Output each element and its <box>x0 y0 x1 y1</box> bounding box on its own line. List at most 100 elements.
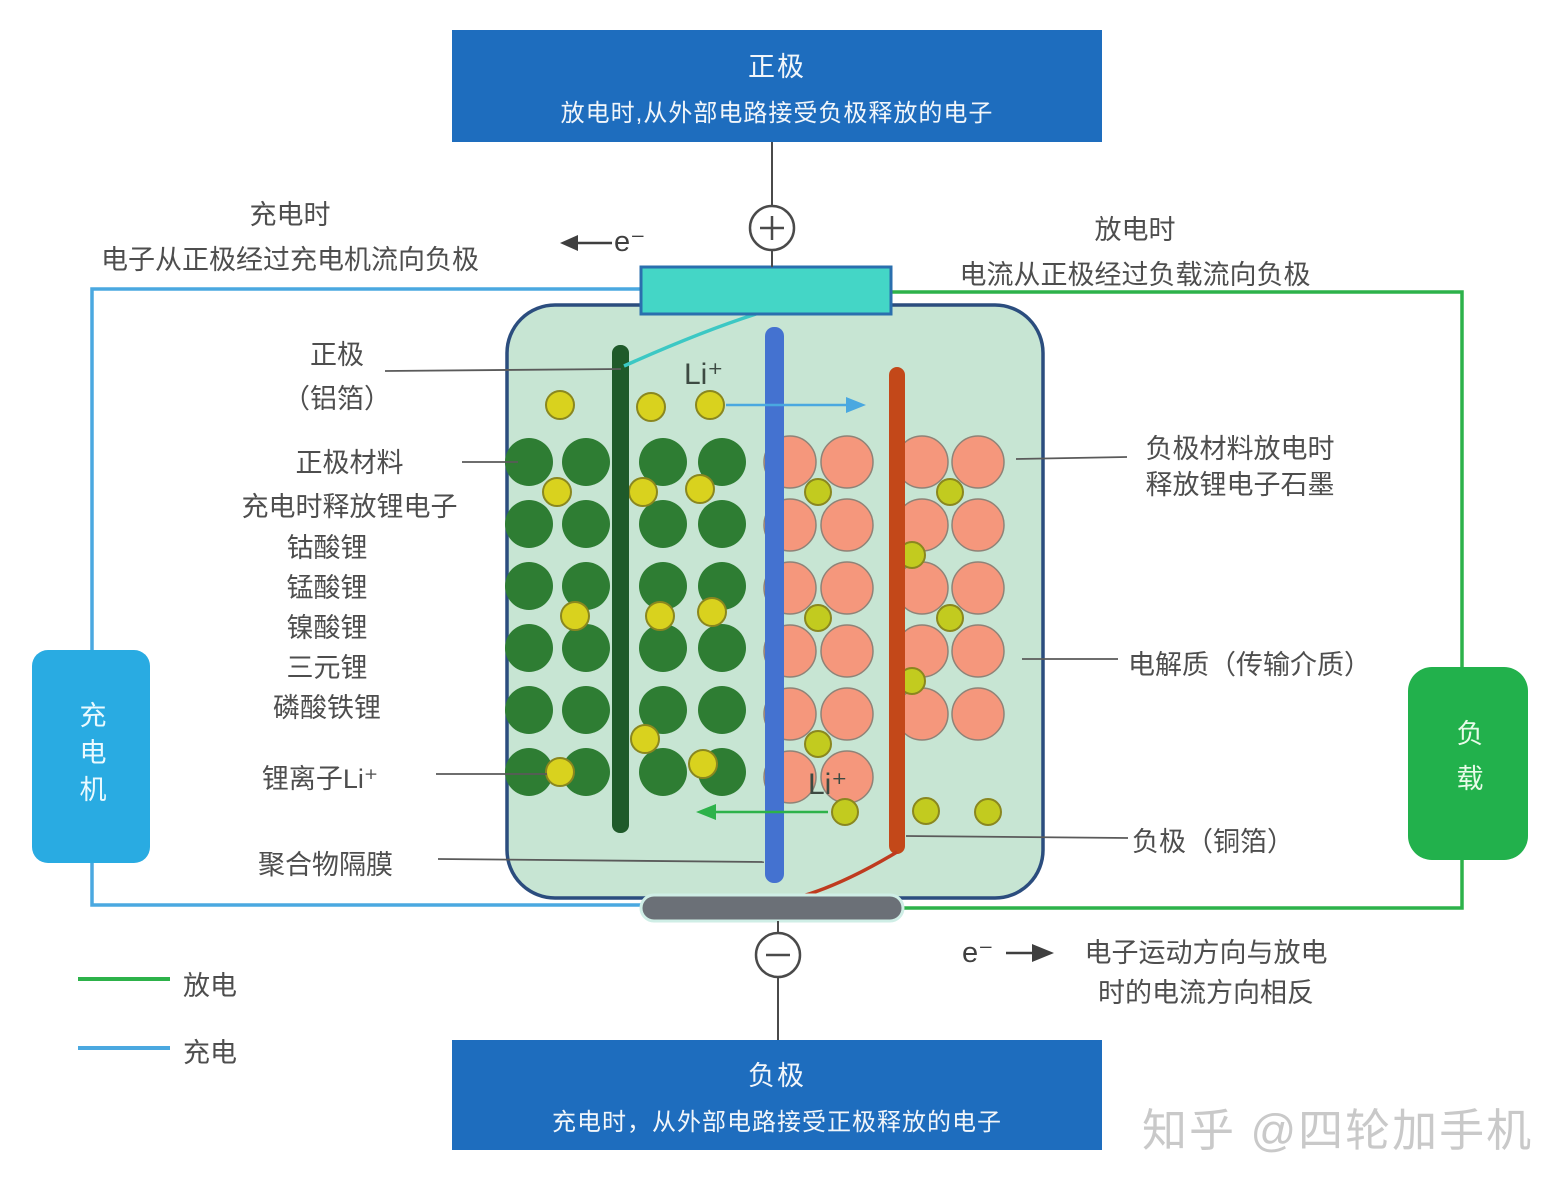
terminal-connectors <box>771 142 779 1040</box>
particle <box>951 624 1005 678</box>
load-label: 负载 <box>1452 718 1483 809</box>
particle <box>688 749 718 779</box>
particle <box>639 624 687 672</box>
particle <box>630 724 660 754</box>
chemistry-item: 磷酸铁锂 <box>273 693 381 723</box>
electron-arrow-top <box>560 235 612 251</box>
electron-direction-line2: 时的电流方向相反 <box>1098 978 1314 1008</box>
particle <box>685 474 715 504</box>
particle <box>951 498 1005 552</box>
particle <box>912 797 940 825</box>
negative-electrode-box: 负极 充电时，从外部电路接受正极释放的电子 <box>452 1040 1102 1150</box>
separator-bar <box>765 327 784 883</box>
particle <box>820 687 874 741</box>
cathode-foil-label: 正极 （铝箔） <box>237 333 437 421</box>
load-box: 负载 <box>1408 667 1528 860</box>
electron-symbol-bottom: e⁻ <box>962 937 994 969</box>
anode-material-label-line2: 释放锂电子石墨 <box>1145 470 1335 500</box>
charging-note-line1: 充电时 <box>249 200 331 230</box>
particle <box>639 748 687 796</box>
li-ion-arrow-discharge <box>696 804 828 820</box>
particle <box>636 392 666 422</box>
watermark: 知乎 @四轮加手机 <box>1142 1105 1534 1156</box>
negative-terminal-bar <box>639 893 905 923</box>
particle <box>639 500 687 548</box>
particle <box>639 438 687 486</box>
particle <box>542 477 572 507</box>
cathode-foil-label-line1: 正极 <box>310 340 364 370</box>
particle <box>505 686 553 734</box>
anode-material-label-line1: 负极材料放电时 <box>1145 434 1335 464</box>
anode-material-label: 负极材料放电时 释放锂电子石墨 <box>1130 431 1350 503</box>
particle <box>628 477 658 507</box>
aluminum-foil-bar <box>612 345 629 833</box>
charging-note: 充电时 电子从正极经过充电机流向负极 <box>85 193 495 283</box>
legend-charge-label: 充电 <box>183 1038 237 1068</box>
particle <box>545 757 575 787</box>
particle <box>505 624 553 672</box>
particle <box>545 390 575 420</box>
anode-foil-label: 负极（铜箔） <box>1132 827 1294 857</box>
particle <box>698 624 746 672</box>
leader-separator <box>437 858 765 863</box>
electrolyte-label: 电解质（传输介质） <box>1128 650 1371 680</box>
cathode-material-label-line1: 正极材料 <box>295 448 404 478</box>
particle <box>645 601 675 631</box>
particle <box>951 687 1005 741</box>
discharging-note: 放电时 电流从正极经过负载流向负极 <box>930 208 1340 298</box>
particle <box>505 748 553 796</box>
leader-anode-foil <box>905 835 1129 839</box>
li-ion-label-top: Li⁺ <box>684 358 724 391</box>
discharging-note-line2: 电流从正极经过负载流向负极 <box>959 260 1311 290</box>
li-ion-label-bottom: Li⁺ <box>808 768 848 801</box>
particle <box>951 435 1005 489</box>
chemistry-item: 钴酸锂 <box>286 533 368 563</box>
cathode-chemistries-list: 钴酸锂 锰酸锂 镍酸锂 三元锂 磷酸铁锂 <box>237 528 417 728</box>
leader-cathode-foil <box>384 368 622 372</box>
particle-field <box>505 390 1005 826</box>
particle <box>951 561 1005 615</box>
particle <box>804 730 832 758</box>
particle <box>697 597 727 627</box>
cathode-material-label: 正极材料 充电时释放锂电子 <box>222 441 477 529</box>
electron-direction-note: 电子运动方向与放电 时的电流方向相反 <box>1056 933 1356 1013</box>
electron-arrow-bottom <box>1006 944 1054 962</box>
particle <box>698 438 746 486</box>
cathode-material-label-line2: 充电时释放锂电子 <box>241 492 458 522</box>
electron-symbol-top: e⁻ <box>614 226 646 258</box>
particle <box>560 601 590 631</box>
positive-terminal-bar <box>639 265 893 316</box>
electron-direction-line1: 电子运动方向与放电 <box>1084 938 1328 968</box>
particle <box>804 604 832 632</box>
legend-discharge-label: 放电 <box>183 971 237 1001</box>
positive-electrode-title: 正极 <box>748 51 806 82</box>
cathode-foil-label-line2: （铝箔） <box>283 384 391 414</box>
charging-note-line2: 电子从正极经过充电机流向负极 <box>101 245 479 275</box>
particle <box>562 686 610 734</box>
particle <box>974 798 1002 826</box>
discharge-circuit-line <box>845 290 1464 910</box>
particle <box>695 390 725 420</box>
particle <box>698 686 746 734</box>
particle <box>505 500 553 548</box>
chemistry-item: 三元锂 <box>286 653 368 683</box>
particle <box>820 498 874 552</box>
particle <box>505 562 553 610</box>
li-ion-arrow-charge <box>726 397 866 413</box>
copper-foil-bar <box>889 367 905 854</box>
particle <box>831 798 859 826</box>
separator-label: 聚合物隔膜 <box>258 850 393 880</box>
particle <box>562 562 610 610</box>
particle <box>804 478 832 506</box>
negative-electrode-title: 负极 <box>748 1060 806 1091</box>
particle <box>639 686 687 734</box>
plus-terminal-icon <box>748 204 796 252</box>
particle <box>639 562 687 610</box>
particle <box>562 624 610 672</box>
discharging-note-line1: 放电时 <box>1094 215 1176 245</box>
minus-terminal-icon <box>754 931 802 979</box>
positive-electrode-box: 正极 放电时,从外部电路接受负极释放的电子 <box>452 30 1102 142</box>
particle <box>505 438 553 486</box>
charger-box: 充电机 <box>32 650 150 863</box>
